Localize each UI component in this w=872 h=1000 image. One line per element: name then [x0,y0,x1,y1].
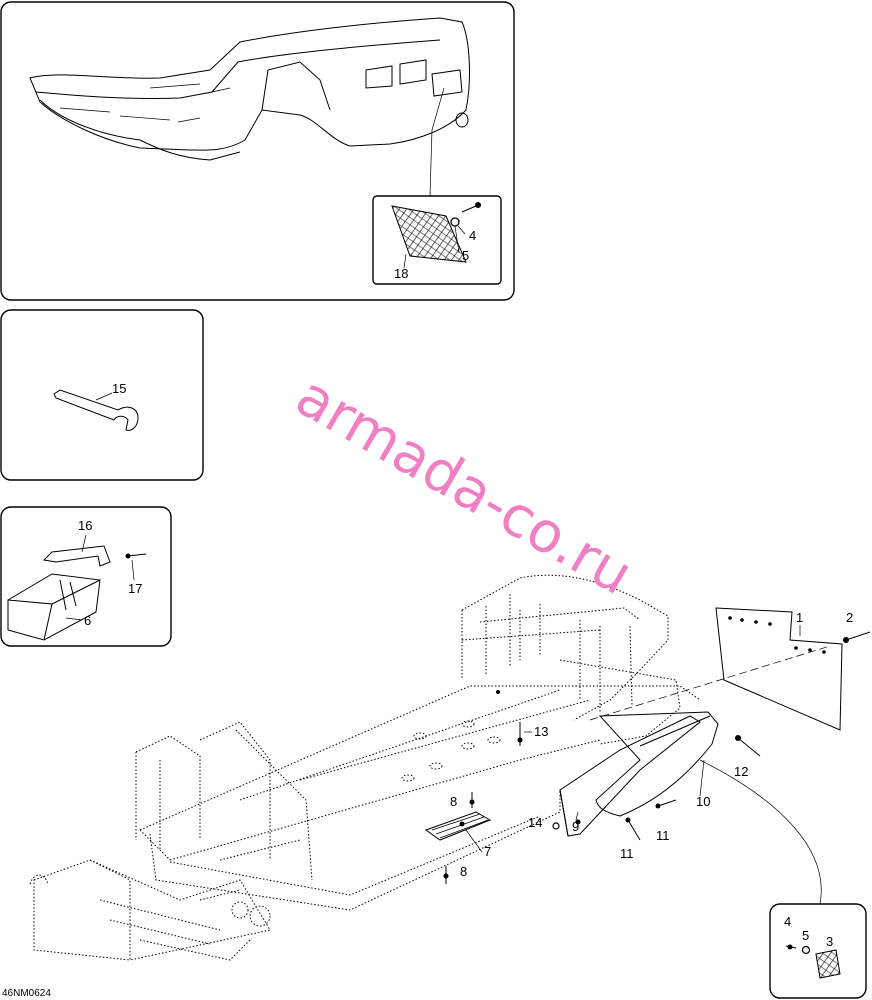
callout-14: 14 [528,815,542,830]
callout-16: 16 [78,518,92,533]
detail-box-18: 4 5 18 [372,195,502,285]
rear-bumper-panel: 4 5 18 [0,1,515,301]
mud-flap-part-1 [715,607,843,731]
spanner-wrench-part-15 [53,389,139,431]
drawing-reference: 46NM0624 [2,988,51,999]
screw-icon [461,202,481,213]
wrench-panel: 15 [0,309,204,481]
fasteners-part-11 [625,799,677,841]
fastener-part-14 [552,822,560,830]
reflector-part-18 [391,205,467,263]
fastener-part-8-upper [469,792,475,808]
fastener-part-8-lower [443,866,449,884]
callout-2: 2 [846,610,853,625]
callout-6: 6 [84,613,91,628]
vehicle-frame [29,574,701,961]
bracket-part-16 [42,545,111,567]
callout-9: 9 [572,819,579,834]
callout-13: 13 [534,724,548,739]
detail-box-3: 4 5 3 [769,903,867,999]
fastener-part-12 [735,735,761,757]
fastener-part-13 [517,722,523,746]
callout-1: 1 [796,610,803,625]
tool-bag-part-6 [7,573,101,641]
tool-bag-panel: 16 17 6 [0,506,172,647]
screw-part-2 [843,631,871,643]
callout-7: 7 [484,844,491,859]
watermark-text: armada-co.ru [285,364,643,608]
step-plate-part-7 [424,811,492,841]
fender-part-9 [559,715,701,837]
callout-10: 10 [696,794,710,809]
reflector-part-3 [815,949,841,979]
callout-4: 4 [784,914,791,929]
callout-15: 15 [112,381,126,396]
washer-icon [801,945,811,955]
callout-12: 12 [734,764,748,779]
callout-18: 18 [394,266,408,281]
screw-icon [785,944,797,950]
callout-11: 11 [620,846,634,861]
callout-4: 4 [469,228,476,243]
rivet-part-17 [125,553,147,559]
rear-bumper-drawing [29,17,470,161]
callout-3: 3 [826,934,833,949]
callout-11: 11 [656,828,670,843]
callout-5: 5 [802,928,809,943]
callout-17: 17 [128,581,142,596]
callout-8: 8 [460,864,467,879]
callout-8: 8 [450,794,457,809]
leader-line [429,87,445,197]
washer-icon [450,217,460,227]
callout-5: 5 [462,248,469,263]
